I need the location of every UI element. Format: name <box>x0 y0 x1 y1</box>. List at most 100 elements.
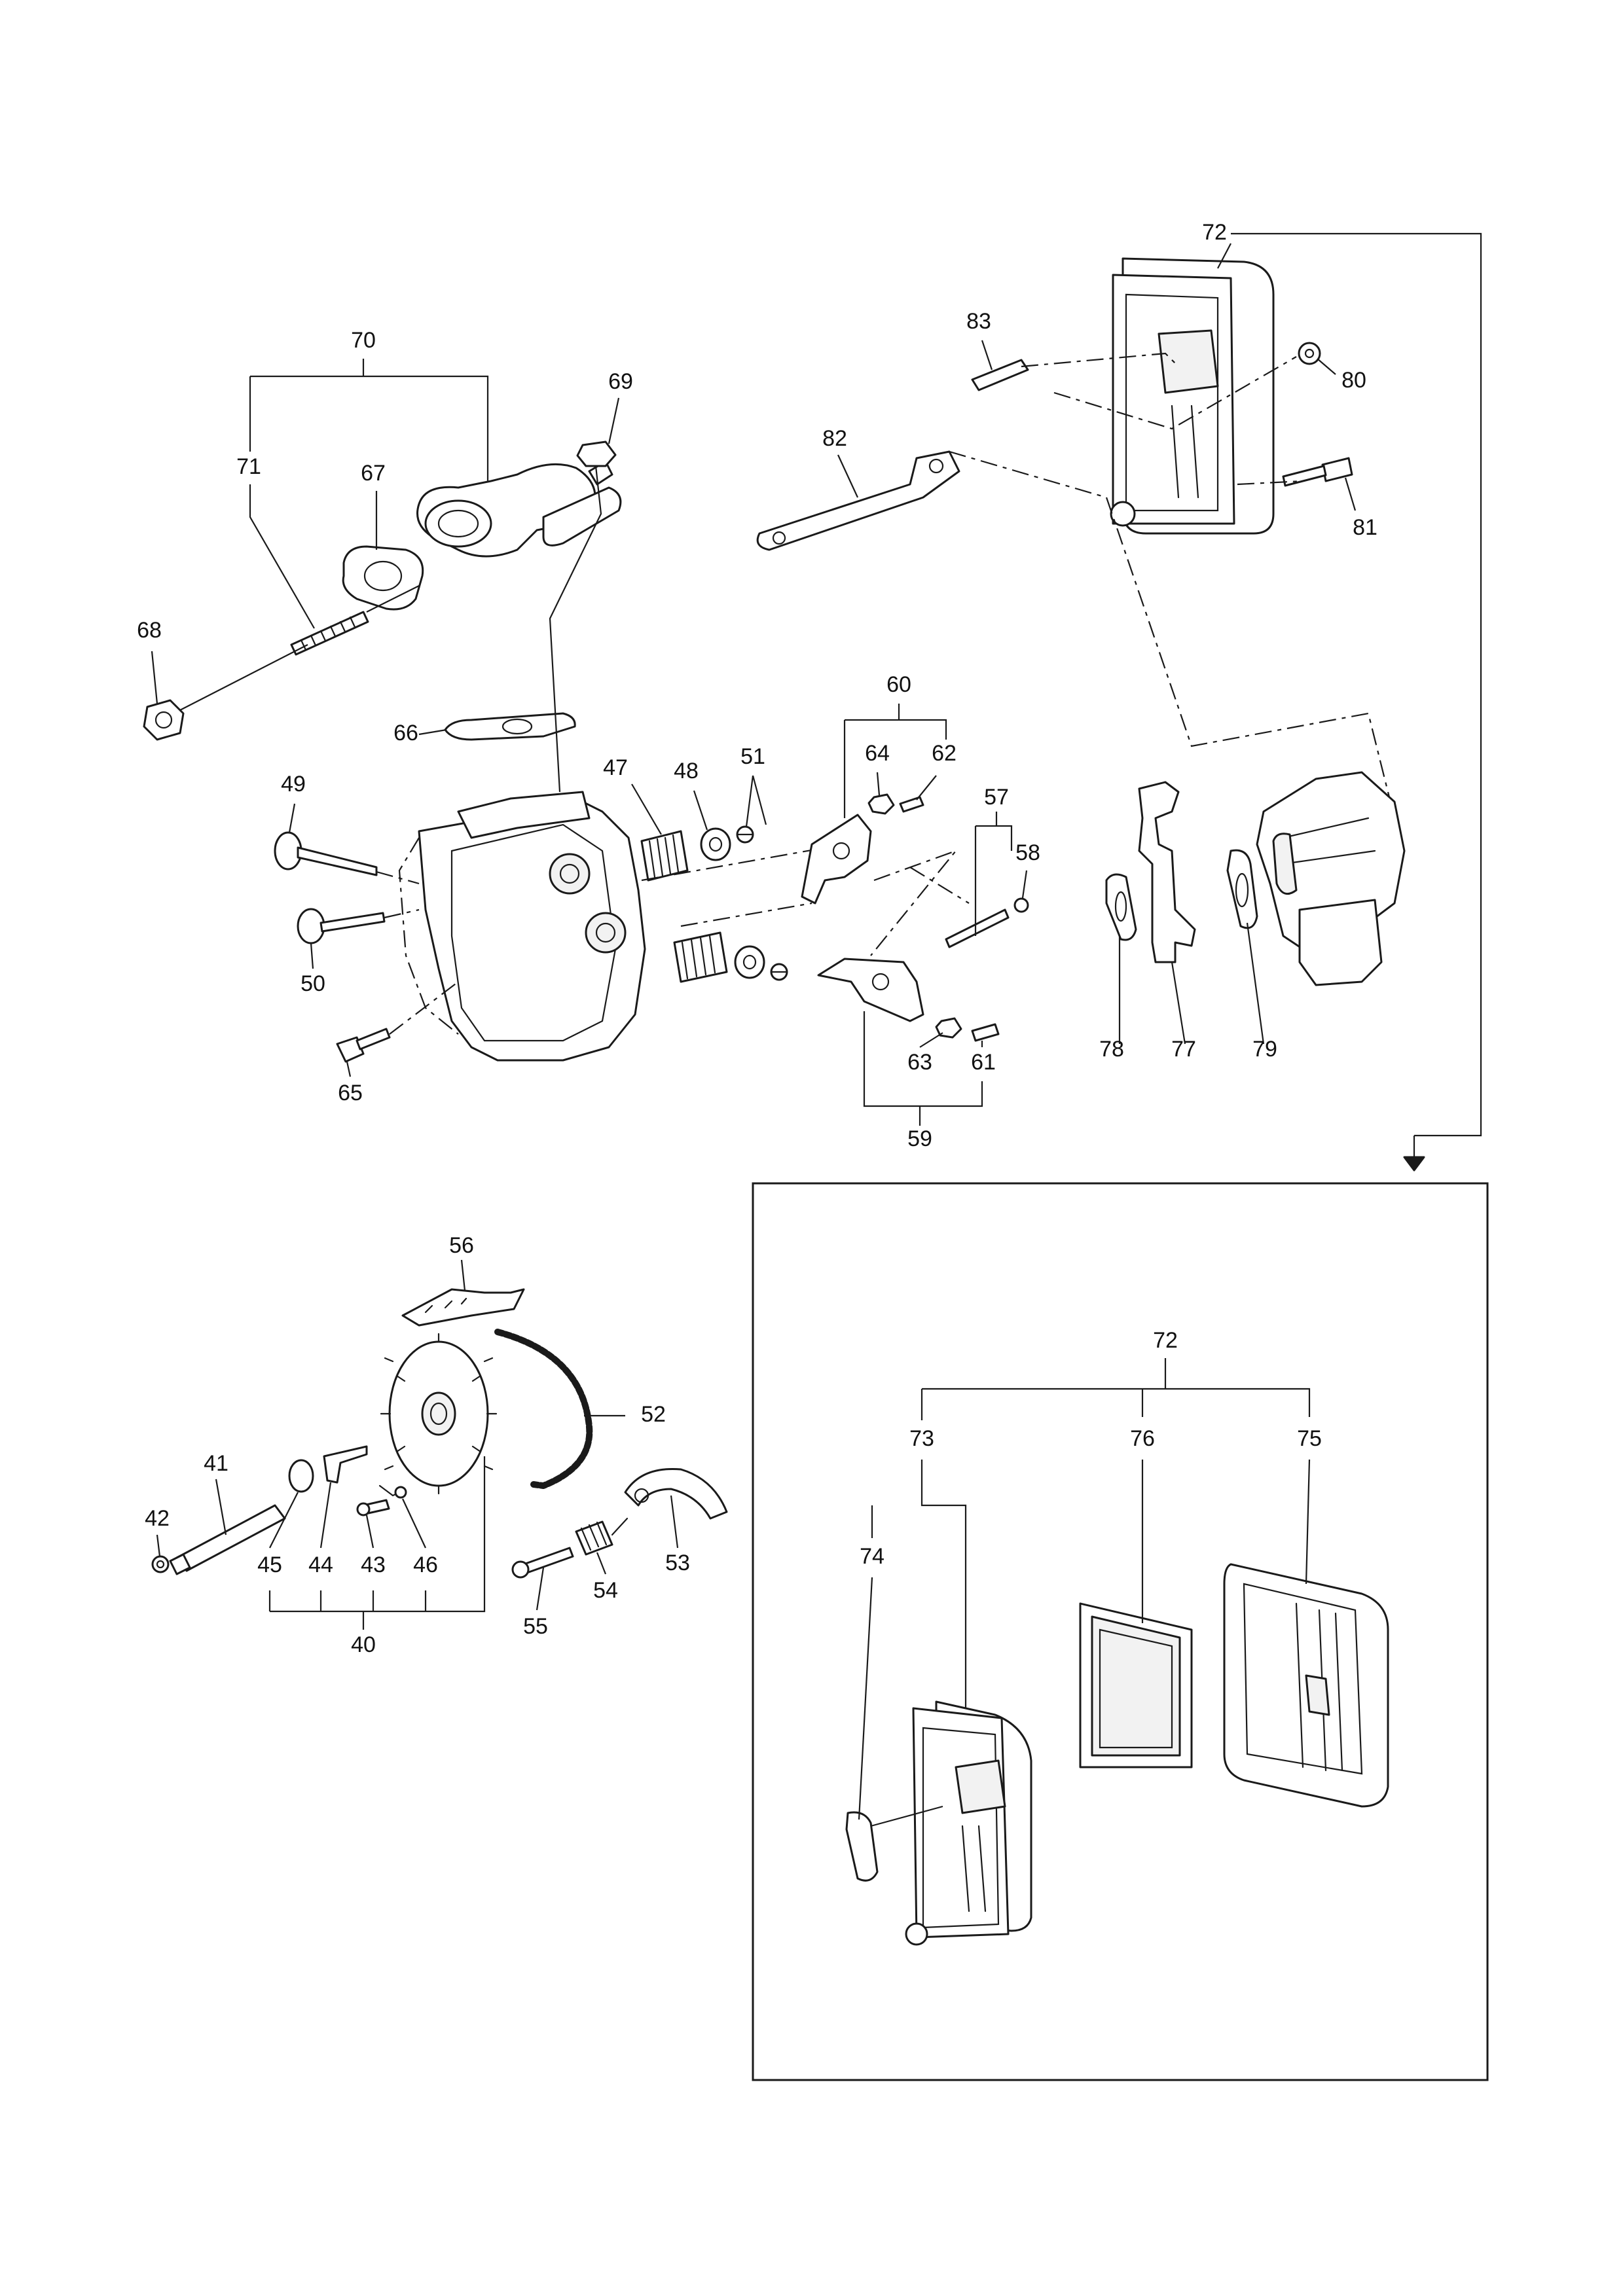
assembly-line-50 <box>384 908 420 919</box>
collet-51 <box>736 825 788 981</box>
leader-68 <box>151 651 158 704</box>
leader-63 <box>919 1032 943 1048</box>
leader-58 <box>1021 870 1028 899</box>
callout-82: 82 <box>822 426 847 451</box>
callout-66: 66 <box>393 721 418 745</box>
rocker-arm-59 <box>817 958 924 1022</box>
timing-chain-52 <box>494 1329 593 1489</box>
leader-60 <box>845 719 947 740</box>
callout-64: 64 <box>865 741 890 766</box>
leader-64 <box>876 772 881 796</box>
spring-46 <box>378 1484 407 1499</box>
assembly-line-49 <box>376 870 420 885</box>
callout-72-inset: 72 <box>1153 1328 1178 1353</box>
nut-68 <box>143 699 185 741</box>
weight-44 <box>323 1445 368 1484</box>
callout-75: 75 <box>1297 1426 1322 1451</box>
pivot-61 <box>971 1023 1000 1042</box>
callout-43: 43 <box>361 1552 386 1577</box>
leader-80 <box>1317 358 1336 375</box>
callout-54: 54 <box>593 1578 618 1603</box>
callout-40: 40 <box>351 1632 376 1657</box>
leader-56 <box>460 1259 466 1291</box>
callout-58: 58 <box>1015 840 1040 865</box>
leader-43 <box>365 1515 374 1549</box>
leader-40 <box>270 1456 486 1613</box>
retainer-48 <box>700 827 765 979</box>
callout-51: 51 <box>740 744 765 769</box>
leader-45 <box>269 1492 299 1549</box>
leader-53 <box>670 1495 679 1549</box>
assembly-line-air-cleaner-4 <box>1237 480 1304 486</box>
callout-45: 45 <box>257 1552 282 1577</box>
washer-42 <box>151 1555 170 1573</box>
gasket-78 <box>1105 873 1137 941</box>
leader-55 <box>536 1567 545 1611</box>
callout-78: 78 <box>1099 1037 1124 1062</box>
callout-47: 47 <box>603 755 628 780</box>
callout-61: 61 <box>971 1050 996 1075</box>
leader-66 <box>418 728 447 736</box>
callout-53: 53 <box>665 1551 690 1575</box>
callout-59: 59 <box>907 1126 932 1151</box>
clip-58 <box>1013 897 1029 913</box>
air-cleaner-assembly <box>1110 257 1275 535</box>
callout-70: 70 <box>351 328 376 353</box>
spring-54 <box>575 1517 629 1556</box>
callout-72: 72 <box>1202 220 1227 245</box>
leader-72-to-inset <box>1257 232 1482 1137</box>
push-rod-57 <box>945 908 1010 948</box>
leader-48 <box>693 790 708 831</box>
assembly-line-rockers <box>870 849 970 956</box>
gasket-74 <box>845 1811 879 1882</box>
assembly-line-air-cleaner-3 <box>949 450 1396 819</box>
leader-59 <box>863 1011 983 1107</box>
exhaust-valve-50 <box>297 908 386 944</box>
assembly-line-68 <box>179 644 308 711</box>
callout-63: 63 <box>907 1050 932 1075</box>
callout-80: 80 <box>1341 368 1366 393</box>
leader-72-part <box>1217 243 1231 269</box>
rocker-arm-60 <box>801 814 872 905</box>
stud-bolt-71 <box>290 611 369 656</box>
callout-60: 60 <box>886 672 911 697</box>
callout-71: 71 <box>236 454 261 479</box>
o-ring-45 <box>288 1459 314 1493</box>
leader-77 <box>1171 961 1186 1045</box>
callout-57: 57 <box>984 785 1009 810</box>
leader-73 <box>921 1460 967 1708</box>
chain-guide-56 <box>401 1288 525 1327</box>
leader-50 <box>310 942 314 969</box>
leader-72-inset <box>922 1388 1311 1417</box>
intake-pipe-70 <box>416 460 622 558</box>
leader-81 <box>1344 477 1357 511</box>
callout-77: 77 <box>1171 1037 1196 1062</box>
callout-79: 79 <box>1252 1037 1277 1062</box>
inset-frame-air-cleaner <box>752 1182 1489 2081</box>
valve-spring-47a <box>640 830 689 882</box>
callout-48: 48 <box>674 759 699 783</box>
callout-67: 67 <box>361 461 386 486</box>
leader-82 <box>837 454 858 498</box>
insulator-77 <box>1138 781 1196 963</box>
callout-68: 68 <box>137 618 162 643</box>
leader-65 <box>346 1061 352 1077</box>
nut-64 <box>867 793 895 815</box>
leader-74 <box>858 1577 873 1820</box>
cylinder-head <box>398 791 646 1062</box>
assembly-line-air-cleaner-2 <box>1053 356 1297 430</box>
callout-42: 42 <box>145 1506 170 1531</box>
bolt-65 <box>336 1028 391 1063</box>
callout-74: 74 <box>860 1544 884 1569</box>
nut-69 <box>576 440 617 467</box>
callout-49: 49 <box>281 772 306 797</box>
leader-83 <box>981 340 993 370</box>
assembly-line-65 <box>389 981 459 1035</box>
gasket-79 <box>1226 849 1258 929</box>
arrow-down-icon <box>1403 1156 1425 1172</box>
leader-71 <box>249 484 315 629</box>
leader-47 <box>631 783 662 835</box>
element-76 <box>1079 1602 1193 1768</box>
leader-62 <box>916 775 937 800</box>
